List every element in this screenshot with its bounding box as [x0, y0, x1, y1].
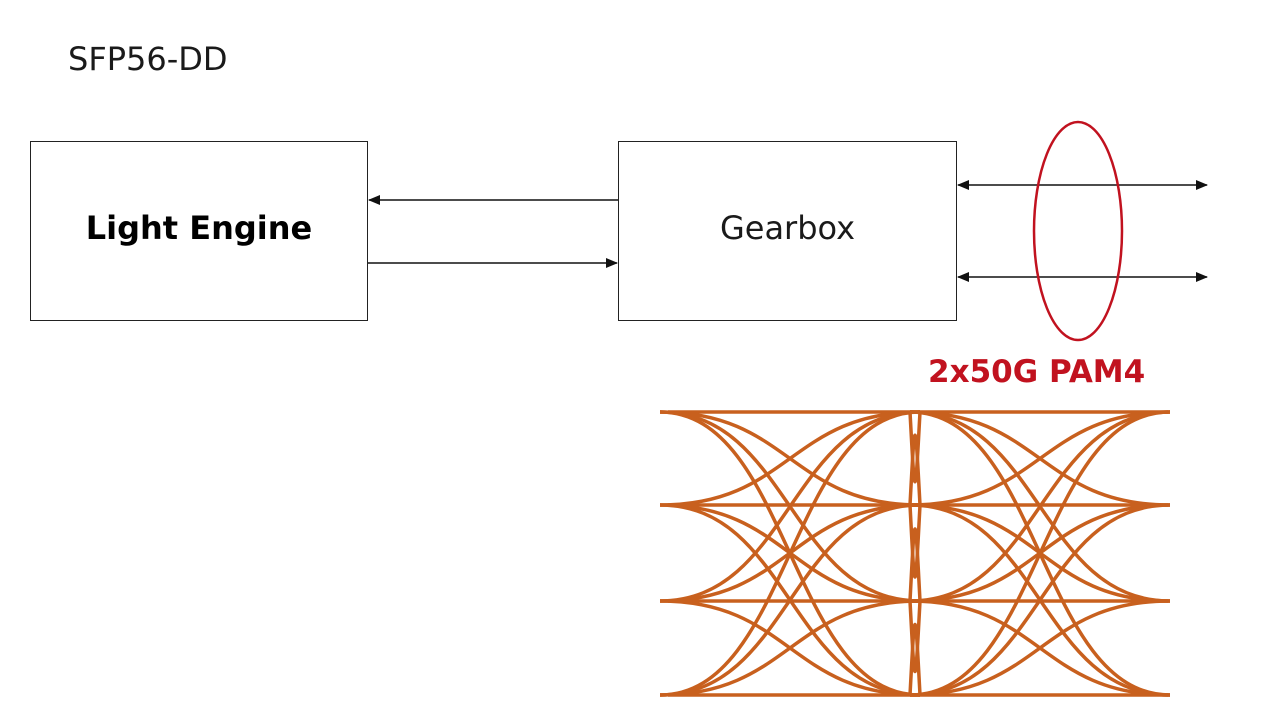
- eye-trace: [908, 600, 922, 674]
- eye-trace: [908, 504, 922, 579]
- eye-trace: [909, 599, 1171, 697]
- eye-trace: [659, 410, 921, 697]
- eye-diagram-icon: [659, 410, 1171, 697]
- eye-trace: [909, 503, 1171, 697]
- eye-trace: [659, 410, 921, 507]
- pam4-label: 2x50G PAM4: [928, 354, 1146, 390]
- gearbox-label: Gearbox: [719, 209, 856, 247]
- light-engine-label: Light Engine: [85, 209, 313, 247]
- eye-trace: [909, 410, 1171, 507]
- eye-trace: [908, 527, 922, 602]
- eye-trace: [659, 503, 921, 697]
- diagram-title: SFP56-DD: [68, 40, 228, 78]
- eye-trace: [909, 410, 1171, 697]
- ellipse-icon: [1032, 120, 1124, 342]
- eye-trace: [908, 622, 922, 696]
- eye-trace: [908, 411, 922, 484]
- eye-trace: [659, 410, 921, 603]
- eye-trace: [659, 599, 921, 697]
- gearbox-block: Gearbox: [618, 141, 957, 321]
- eye-trace: [908, 433, 922, 506]
- eye-trace: [909, 410, 1171, 603]
- light-engine-block: Light Engine: [30, 141, 368, 321]
